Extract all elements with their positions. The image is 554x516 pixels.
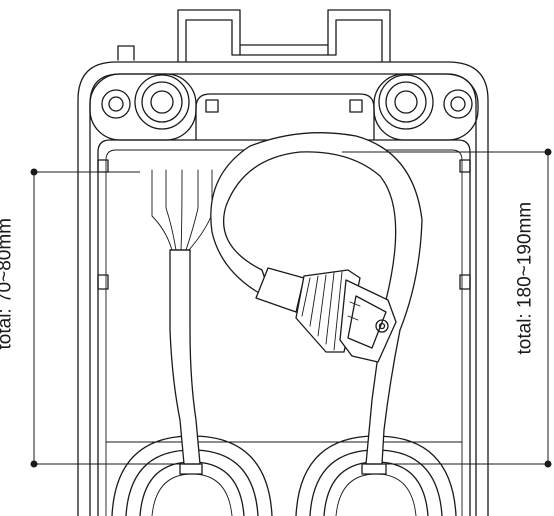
left-cable — [151, 169, 213, 475]
right-cable-loop — [210, 132, 423, 475]
dimension-left — [30, 168, 180, 468]
left-screw-boss — [89, 73, 197, 141]
right-screw-boss — [373, 73, 479, 141]
right-length-label: total: 180~190mm — [514, 201, 536, 355]
top-bracket — [117, 9, 391, 63]
dimension-right — [342, 148, 552, 468]
left-length-label: total: 70~80mm — [0, 218, 16, 350]
